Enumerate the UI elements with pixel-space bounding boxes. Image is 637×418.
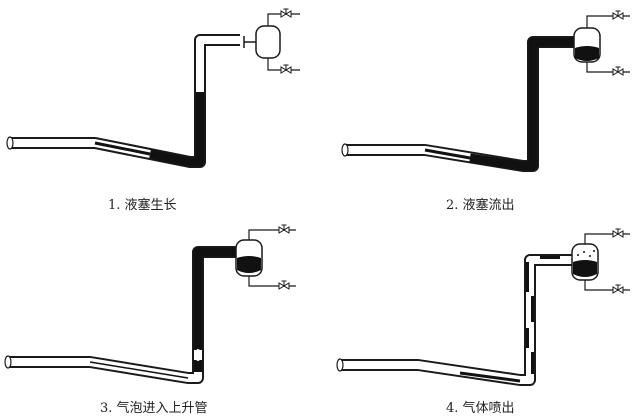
panel-1-caption: 1. 液塞生长 bbox=[108, 198, 177, 213]
separator-vessel-1 bbox=[243, 25, 281, 59]
valve-icon bbox=[612, 228, 624, 238]
panel-4-caption: 4. 气体喷出 bbox=[446, 401, 515, 416]
valve-icon bbox=[612, 10, 624, 20]
panel-2 bbox=[341, 10, 630, 172]
valve-icon bbox=[280, 8, 292, 18]
valve-icon bbox=[280, 64, 292, 74]
liquid-slug-2 bbox=[469, 37, 574, 171]
panel-4 bbox=[336, 228, 630, 386]
panel-1 bbox=[6, 8, 300, 168]
valve-icon bbox=[612, 284, 624, 294]
valve-icon bbox=[278, 280, 290, 290]
liquid-slug-1 bbox=[149, 92, 205, 167]
valve-icon bbox=[612, 66, 624, 76]
separator-vessel-3 bbox=[235, 239, 263, 277]
gas-bubble-3 bbox=[195, 349, 201, 361]
panel-3 bbox=[4, 224, 296, 384]
liquid-slug-3 bbox=[193, 247, 236, 350]
valve-icon bbox=[278, 224, 290, 234]
separator-vessel-2 bbox=[573, 27, 601, 63]
liquid-film-4 bbox=[459, 256, 560, 383]
panel-3-caption: 3. 气泡进入上升管 bbox=[100, 401, 208, 416]
panel-2-caption: 2. 液塞流出 bbox=[446, 198, 515, 213]
separator-vessel-4 bbox=[571, 243, 599, 281]
